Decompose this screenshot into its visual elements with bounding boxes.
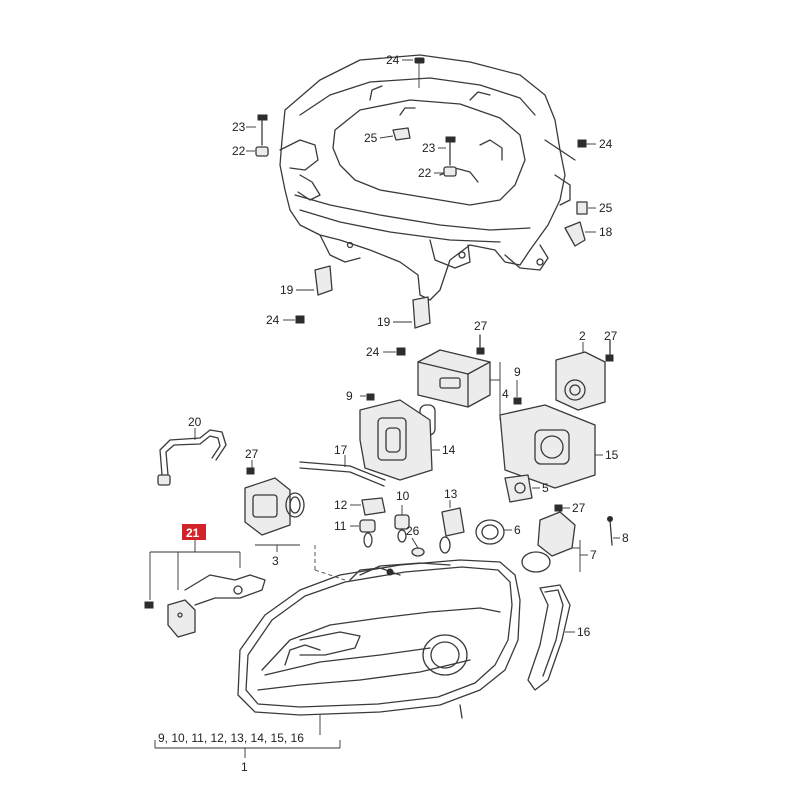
callout-8: 8	[622, 531, 629, 545]
highlight-callout-21[interactable]: 21	[182, 524, 206, 540]
ring-6	[475, 519, 512, 545]
callout-4: 4	[502, 387, 509, 401]
screw-24-left	[283, 315, 305, 324]
bracket-15	[499, 404, 603, 489]
highlight-box	[182, 524, 206, 540]
callout-26: 26	[406, 524, 420, 538]
pin-8	[607, 516, 620, 546]
callout-9-right: 9	[514, 365, 521, 379]
callout-24-right: 24	[599, 137, 613, 151]
vent-hose-20	[157, 428, 227, 486]
screw-9-right	[513, 380, 522, 405]
bracket-19-mid	[393, 296, 431, 329]
callout-12: 12	[334, 498, 348, 512]
screw-24-mid	[383, 347, 406, 356]
lamp-unit-7	[521, 511, 588, 573]
callout-19-left: 19	[280, 283, 294, 297]
callout-13: 13	[444, 487, 458, 501]
callout-23-left: 23	[232, 120, 246, 134]
control-unit-4	[417, 349, 501, 420]
callout-22-mid: 22	[418, 166, 432, 180]
callout-7: 7	[590, 548, 597, 562]
callout-27-right: 27	[604, 329, 618, 343]
bracket-19-left	[296, 265, 333, 296]
screw-27-right	[605, 339, 614, 362]
bracket-21	[144, 540, 266, 638]
bolt-23-mid	[438, 136, 456, 166]
headlamp-housing	[237, 545, 521, 719]
callout-24-top: 24	[386, 53, 400, 67]
callout-19-mid: 19	[377, 315, 391, 329]
callout-6: 6	[514, 523, 521, 537]
trim-strip-16	[527, 584, 575, 691]
nut-22-left	[246, 146, 269, 157]
screw-24-right	[577, 139, 596, 148]
bulb-11	[350, 519, 376, 548]
bracket-18	[564, 221, 596, 247]
assembly-group-bracket	[154, 715, 341, 758]
callout-9-left: 9	[346, 389, 353, 403]
bulb-13	[439, 500, 465, 554]
harness-17	[299, 455, 386, 487]
group-label: 9, 10, 11, 12, 13, 14, 15, 16	[158, 731, 304, 745]
callout-25-right: 25	[599, 201, 613, 215]
bracket-14	[359, 399, 440, 481]
callout-5: 5	[542, 481, 549, 495]
callout-27-lamp: 27	[572, 501, 586, 515]
nut-22-mid	[434, 166, 457, 177]
callout-23-mid: 23	[422, 141, 436, 155]
callout-15: 15	[605, 448, 619, 462]
clip-25-top	[379, 127, 411, 141]
callout-1: 1	[241, 760, 248, 774]
socket-12	[350, 497, 386, 516]
cap-26	[411, 537, 425, 557]
callout-20: 20	[188, 415, 202, 429]
callout-21: 21	[186, 526, 200, 540]
screw-9-left	[360, 393, 375, 401]
callout-16: 16	[577, 625, 591, 639]
callout-24-mid: 24	[366, 345, 380, 359]
callout-27-left: 27	[245, 447, 259, 461]
screw-27-left	[246, 460, 255, 475]
igniter-5	[504, 474, 540, 503]
callout-3: 3	[272, 554, 279, 568]
callout-22-left: 22	[232, 144, 246, 158]
callout-2: 2	[579, 329, 586, 343]
callout-14: 14	[442, 443, 456, 457]
callout-labels: 24 25 23 22 23 22 24 25 18 19 24 19 24 2…	[158, 53, 629, 774]
callout-10: 10	[396, 489, 410, 503]
clip-25-right	[576, 201, 596, 215]
callout-17: 17	[334, 443, 348, 457]
socket-10	[394, 505, 410, 543]
screw-27-lamp	[554, 504, 570, 512]
callout-11: 11	[334, 519, 347, 533]
callout-27-module: 27	[474, 319, 488, 333]
screw-27-module	[476, 334, 485, 355]
callout-25-top: 25	[364, 131, 378, 145]
mounting-bracket	[279, 54, 576, 301]
bolt-23-left	[246, 114, 268, 146]
module-2	[555, 342, 606, 411]
callout-24-left: 24	[266, 313, 280, 327]
controller-3	[244, 477, 305, 552]
screw-24-top	[402, 57, 425, 88]
callout-18: 18	[599, 225, 613, 239]
